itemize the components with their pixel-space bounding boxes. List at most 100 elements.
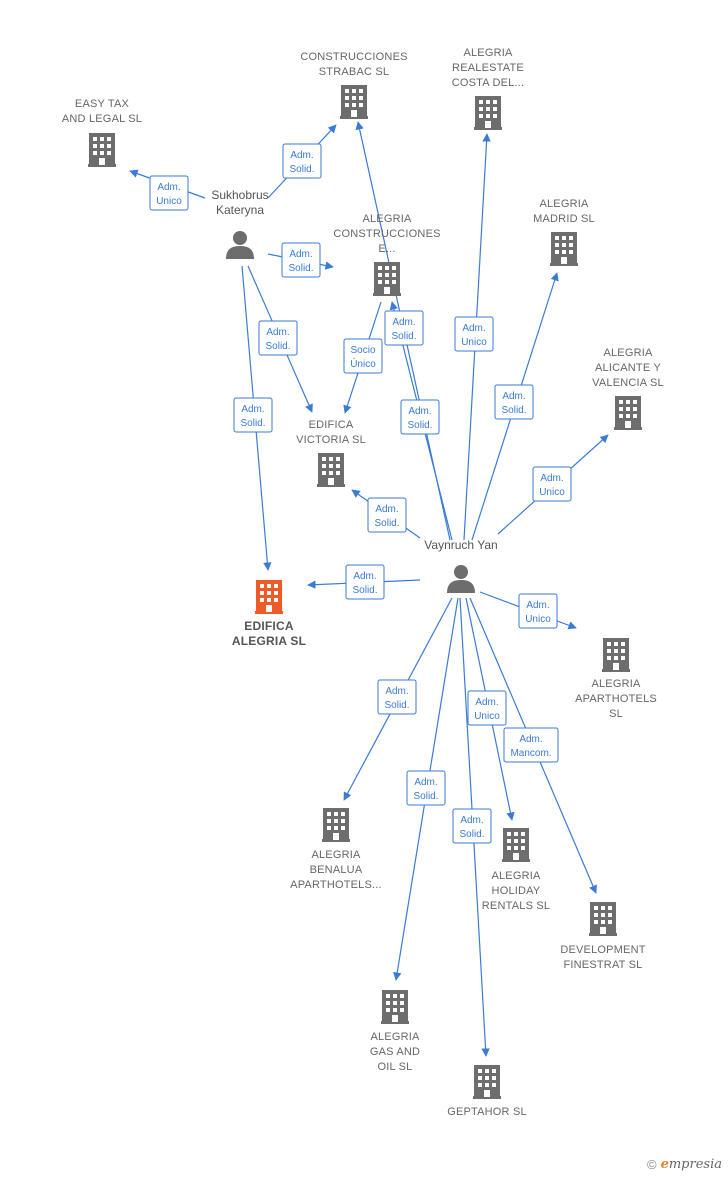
person-node-vaynruch[interactable]: Vaynruch Yan: [424, 538, 498, 593]
edge-label-text: Adm.: [540, 473, 563, 484]
company-label: STRABAC SL: [319, 66, 389, 78]
company-label: ALEGRIA SL: [232, 634, 306, 648]
edge-label-box: [532, 466, 572, 502]
edge-label-vaynruch-to-strabac[interactable]: Adm. Solid.: [400, 399, 440, 435]
person-label: Vaynruch Yan: [424, 538, 497, 552]
edge-label-text: Adm.: [408, 406, 431, 417]
company-label: ALEGRIA: [311, 849, 361, 861]
edge-label-vaynruch-to-alicante[interactable]: Adm.Unico: [532, 466, 572, 502]
company-label: ALEGRIA: [491, 870, 541, 882]
edge-label-text: Unico: [474, 711, 500, 722]
company-label: AND LEGAL SL: [62, 113, 142, 125]
person-icon: [226, 231, 254, 259]
edge-label-text: Unico: [461, 337, 487, 348]
company-label: RENTALS SL: [482, 900, 550, 912]
company-label: EDIFICA: [244, 619, 294, 633]
edge-label-box: [282, 143, 322, 179]
edge-label-sukhobrus-to-edifica_alegria[interactable]: Adm.Solid.: [233, 397, 273, 433]
edge-label-text: Adm.: [460, 815, 483, 826]
building-icon: [373, 262, 401, 296]
brand-initial: e: [660, 1157, 669, 1172]
company-label: EDIFICA: [309, 419, 354, 431]
edge-label-box: [518, 593, 558, 629]
edge-label-text: Unico: [156, 196, 182, 207]
building-icon: [614, 396, 642, 430]
edge-label-vaynruch-to-finestrat[interactable]: Adm.Mancom.: [503, 727, 559, 763]
edge-label-text: Único: [350, 357, 376, 370]
company-label: VALENCIA SL: [592, 377, 664, 389]
edge-label-vaynruch-to-victoria[interactable]: Adm.Solid.: [367, 497, 407, 533]
edge-label-text: Adm.: [462, 323, 485, 334]
edge-label-text: Solid.: [288, 263, 313, 274]
edge-label-text: Adm.: [290, 150, 313, 161]
edge-label-text: Solid.: [391, 331, 416, 342]
edge-label-text: Solid.: [384, 700, 409, 711]
company-node-alicante[interactable]: ALEGRIA ALICANTE Y VALENCIA SL: [592, 347, 664, 430]
edge-label-box: [258, 320, 298, 356]
edge-label-text: Adm.: [375, 504, 398, 515]
building-icon: [322, 808, 350, 842]
footer-brand: © empresia: [647, 1156, 722, 1173]
company-label: BENALUA: [310, 864, 363, 876]
edge-label-box: [367, 497, 407, 533]
edge-label-vaynruch-to-construcciones[interactable]: Adm.Solid.: [384, 310, 424, 346]
edge-label-vaynruch-to-gasoil[interactable]: Adm.Solid.: [406, 770, 446, 806]
building-icon: [473, 1065, 501, 1099]
building-icon: [589, 902, 617, 936]
edge-label-text: Adm.: [385, 686, 408, 697]
company-label: ALEGRIA: [603, 347, 653, 359]
building-icon: [340, 85, 368, 119]
company-node-easytax[interactable]: EASY TAX AND LEGAL SL: [62, 98, 142, 167]
edge-label-vaynruch-to-aparthotels[interactable]: Adm.Unico: [518, 593, 558, 629]
company-label: ALEGRIA: [362, 213, 412, 225]
edge-label-vaynruch-to-realestate[interactable]: Adm. Unico: [454, 316, 494, 352]
building-icon: [502, 828, 530, 862]
edge-label-sukhobrus-to-construcciones[interactable]: Adm. Solid.: [281, 242, 321, 278]
edge-label-text: Adm.: [475, 697, 498, 708]
company-node-madrid[interactable]: ALEGRIA MADRID SL: [533, 198, 595, 266]
edge-label-vaynruch-to-madrid[interactable]: Adm.Solid.: [494, 384, 534, 420]
company-label: ALICANTE Y: [595, 362, 661, 374]
company-label: ALEGRIA: [591, 678, 641, 690]
edge-label-box: [384, 310, 424, 346]
edge-label-box: [467, 690, 507, 726]
edge-label-text: Socio: [350, 345, 375, 356]
edge-label-sukhobrus-to-easytax[interactable]: Adm.Unico: [149, 175, 189, 211]
edge-label-vaynruch-to-geptahor[interactable]: Adm.Solid.: [452, 808, 492, 844]
company-node-geptahor[interactable]: GEPTAHOR SL: [447, 1065, 527, 1118]
company-label: ALEGRIA: [539, 198, 589, 210]
edge-label-text: Solid.: [407, 420, 432, 431]
edge-label-box: [454, 316, 494, 352]
edge-label-vaynruch-to-benalua[interactable]: Adm. Solid.: [377, 679, 417, 715]
edge-label-text: Solid.: [501, 405, 526, 416]
building-icon: [88, 133, 116, 167]
company-label: GAS AND: [370, 1046, 420, 1058]
edge-label-text: Mancom.: [510, 748, 551, 759]
company-label: ALEGRIA: [370, 1031, 420, 1043]
edge-label-sukhobrus-to-victoria[interactable]: Adm.Solid.: [258, 320, 298, 356]
edge-label-vaynruch-to-holiday[interactable]: Adm. Unico: [467, 690, 507, 726]
edge-label-box: [149, 175, 189, 211]
company-label: SL: [609, 708, 623, 720]
edge-label-box: [377, 679, 417, 715]
company-node-construcciones[interactable]: ALEGRIACONSTRUCCIONESE...: [333, 213, 440, 296]
company-label: CONSTRUCCIONES: [333, 228, 440, 240]
company-label: EASY TAX: [75, 98, 130, 110]
company-label: MADRID SL: [533, 213, 595, 225]
building-icon: [317, 453, 345, 487]
edge-label-text: Adm.: [289, 249, 312, 260]
edge-label-vaynruch-to-edifica_alegria[interactable]: Adm.Solid.: [345, 564, 385, 600]
company-node-benalua[interactable]: ALEGRIABENALUAAPARTHOTELS...: [290, 808, 382, 891]
edge-label-sukhobrus-to-strabac[interactable]: Adm.Solid.: [282, 143, 322, 179]
